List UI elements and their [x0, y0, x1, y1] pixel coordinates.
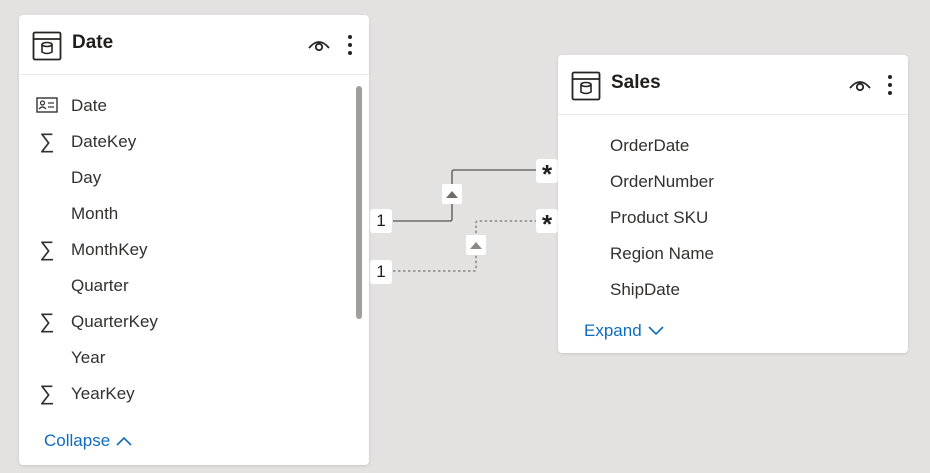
field-label: Region Name [610, 244, 714, 263]
field-label: OrderNumber [610, 172, 714, 191]
cardinality-many-label: * [536, 159, 558, 189]
field-row[interactable]: OrderDate [558, 127, 890, 163]
sigma-icon: ∑ [39, 129, 55, 153]
field-row[interactable]: Product SKU [558, 199, 890, 235]
cardinality-one-label: 1 [370, 209, 392, 233]
cardinality-one-label: 1 [370, 260, 392, 284]
field-label: Day [71, 168, 102, 187]
chevron-up-icon [116, 436, 132, 446]
chevron-down-icon [648, 326, 664, 336]
date-table-card[interactable]: Date Date ∑ DateKey Day Month [19, 15, 369, 465]
field-row[interactable]: Date [19, 87, 351, 123]
field-row[interactable]: ∑ DateKey [19, 123, 351, 159]
field-label: OrderDate [610, 136, 690, 155]
inactive-relationship-line[interactable] [393, 220, 536, 272]
table-header[interactable]: Date [19, 15, 369, 75]
field-label: Year [71, 348, 106, 367]
table-icon [32, 31, 62, 61]
field-label: ShipDate [610, 280, 680, 299]
eye-icon[interactable] [307, 36, 331, 54]
field-label: Date [71, 96, 107, 115]
identity-card-icon [35, 93, 59, 117]
collapse-label: Collapse [44, 431, 111, 450]
field-label: Quarter [71, 276, 129, 295]
field-row[interactable]: Region Name [558, 235, 890, 271]
active-relationship-line[interactable] [393, 169, 536, 222]
eye-icon[interactable] [848, 76, 872, 94]
table-header[interactable]: Sales [558, 55, 908, 115]
more-options-icon[interactable] [347, 33, 353, 57]
cardinality-many-label: * [536, 209, 558, 239]
field-row[interactable]: ∑ MonthKey [19, 231, 351, 267]
field-label: YearKey [71, 384, 135, 403]
more-options-icon[interactable] [887, 73, 893, 97]
filter-direction-arrow-icon[interactable] [442, 184, 462, 204]
sigma-icon: ∑ [39, 381, 55, 405]
sales-table-card[interactable]: Sales OrderDate OrderNumber Product SKU … [558, 55, 908, 353]
field-label: DateKey [71, 132, 137, 151]
table-title: Sales [611, 72, 661, 93]
field-row[interactable]: Quarter [19, 267, 351, 303]
field-label: Month [71, 204, 119, 223]
filter-direction-arrow-icon[interactable] [466, 235, 486, 255]
field-row[interactable]: ∑ QuarterKey [19, 303, 351, 339]
field-row[interactable]: ∑ YearKey [19, 375, 351, 411]
table-title: Date [72, 32, 114, 53]
field-row[interactable]: ShipDate [558, 271, 890, 307]
field-label: Product SKU [610, 208, 709, 227]
field-row[interactable]: OrderNumber [558, 163, 890, 199]
field-row[interactable]: Month [19, 195, 351, 231]
expand-link[interactable]: Expand [584, 321, 664, 341]
scrollbar[interactable] [356, 86, 362, 319]
collapse-link[interactable]: Collapse [44, 431, 132, 451]
field-label: MonthKey [71, 240, 148, 259]
field-row[interactable]: Year [19, 339, 351, 375]
expand-label: Expand [584, 321, 642, 340]
field-row[interactable]: Day [19, 159, 351, 195]
field-label: QuarterKey [71, 312, 158, 331]
sigma-icon: ∑ [39, 309, 55, 333]
table-icon [571, 71, 601, 101]
sigma-icon: ∑ [39, 237, 55, 261]
